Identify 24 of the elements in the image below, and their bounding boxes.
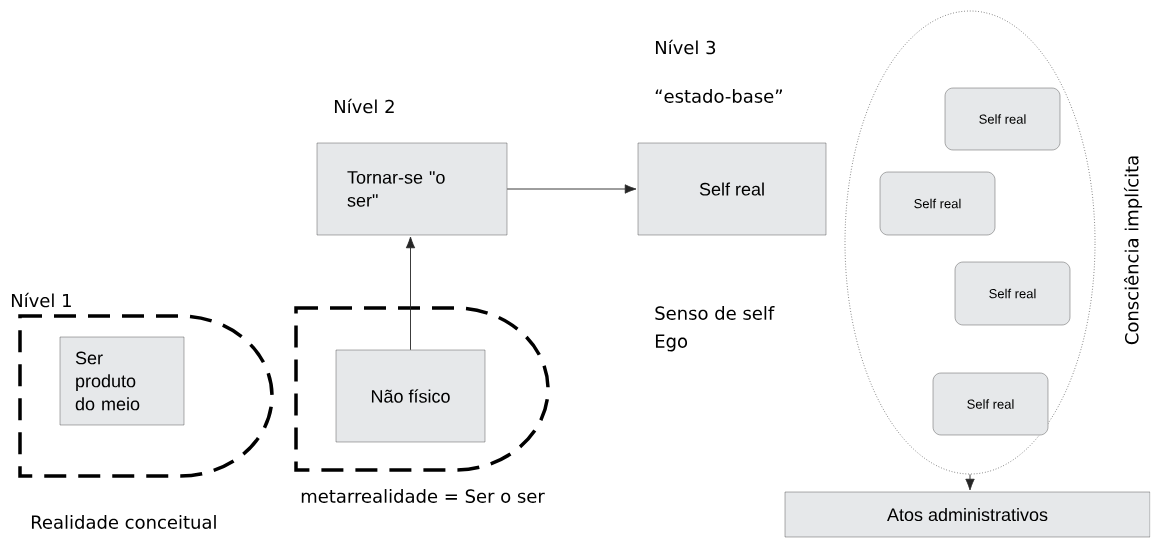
text-label: Nível 3 xyxy=(656,39,716,55)
process-box: Não físico xyxy=(335,349,486,443)
arrow xyxy=(965,473,975,491)
arrow xyxy=(405,236,416,351)
dotted-ellipse xyxy=(844,10,1096,475)
dashed-enclosure xyxy=(18,314,274,478)
text-label: Senso de self xyxy=(655,306,775,320)
text-label: metarrealidade = Ser o ser xyxy=(301,489,545,503)
rounded-box: Self real xyxy=(954,261,1071,326)
text-label: Nível 1 xyxy=(11,292,71,308)
rotated-label: Consciência implícita xyxy=(1123,156,1143,345)
text-label: Nível 2 xyxy=(335,98,394,114)
rounded-box: Self real xyxy=(932,372,1049,436)
process-box: Atos administrativos xyxy=(784,491,1151,538)
process-box: Self real xyxy=(637,142,827,236)
process-box: Ser produto do meio xyxy=(59,336,185,426)
text-label: Ego xyxy=(656,334,688,352)
text-label: “estado-base” xyxy=(655,89,782,103)
arrow xyxy=(506,184,637,194)
process-box: Tornar-se "o ser" xyxy=(316,142,508,236)
text-label: Realidade conceitual xyxy=(31,515,216,529)
rounded-box: Self real xyxy=(879,171,996,236)
dashed-enclosure xyxy=(294,306,550,472)
rounded-box: Self real xyxy=(944,87,1061,151)
